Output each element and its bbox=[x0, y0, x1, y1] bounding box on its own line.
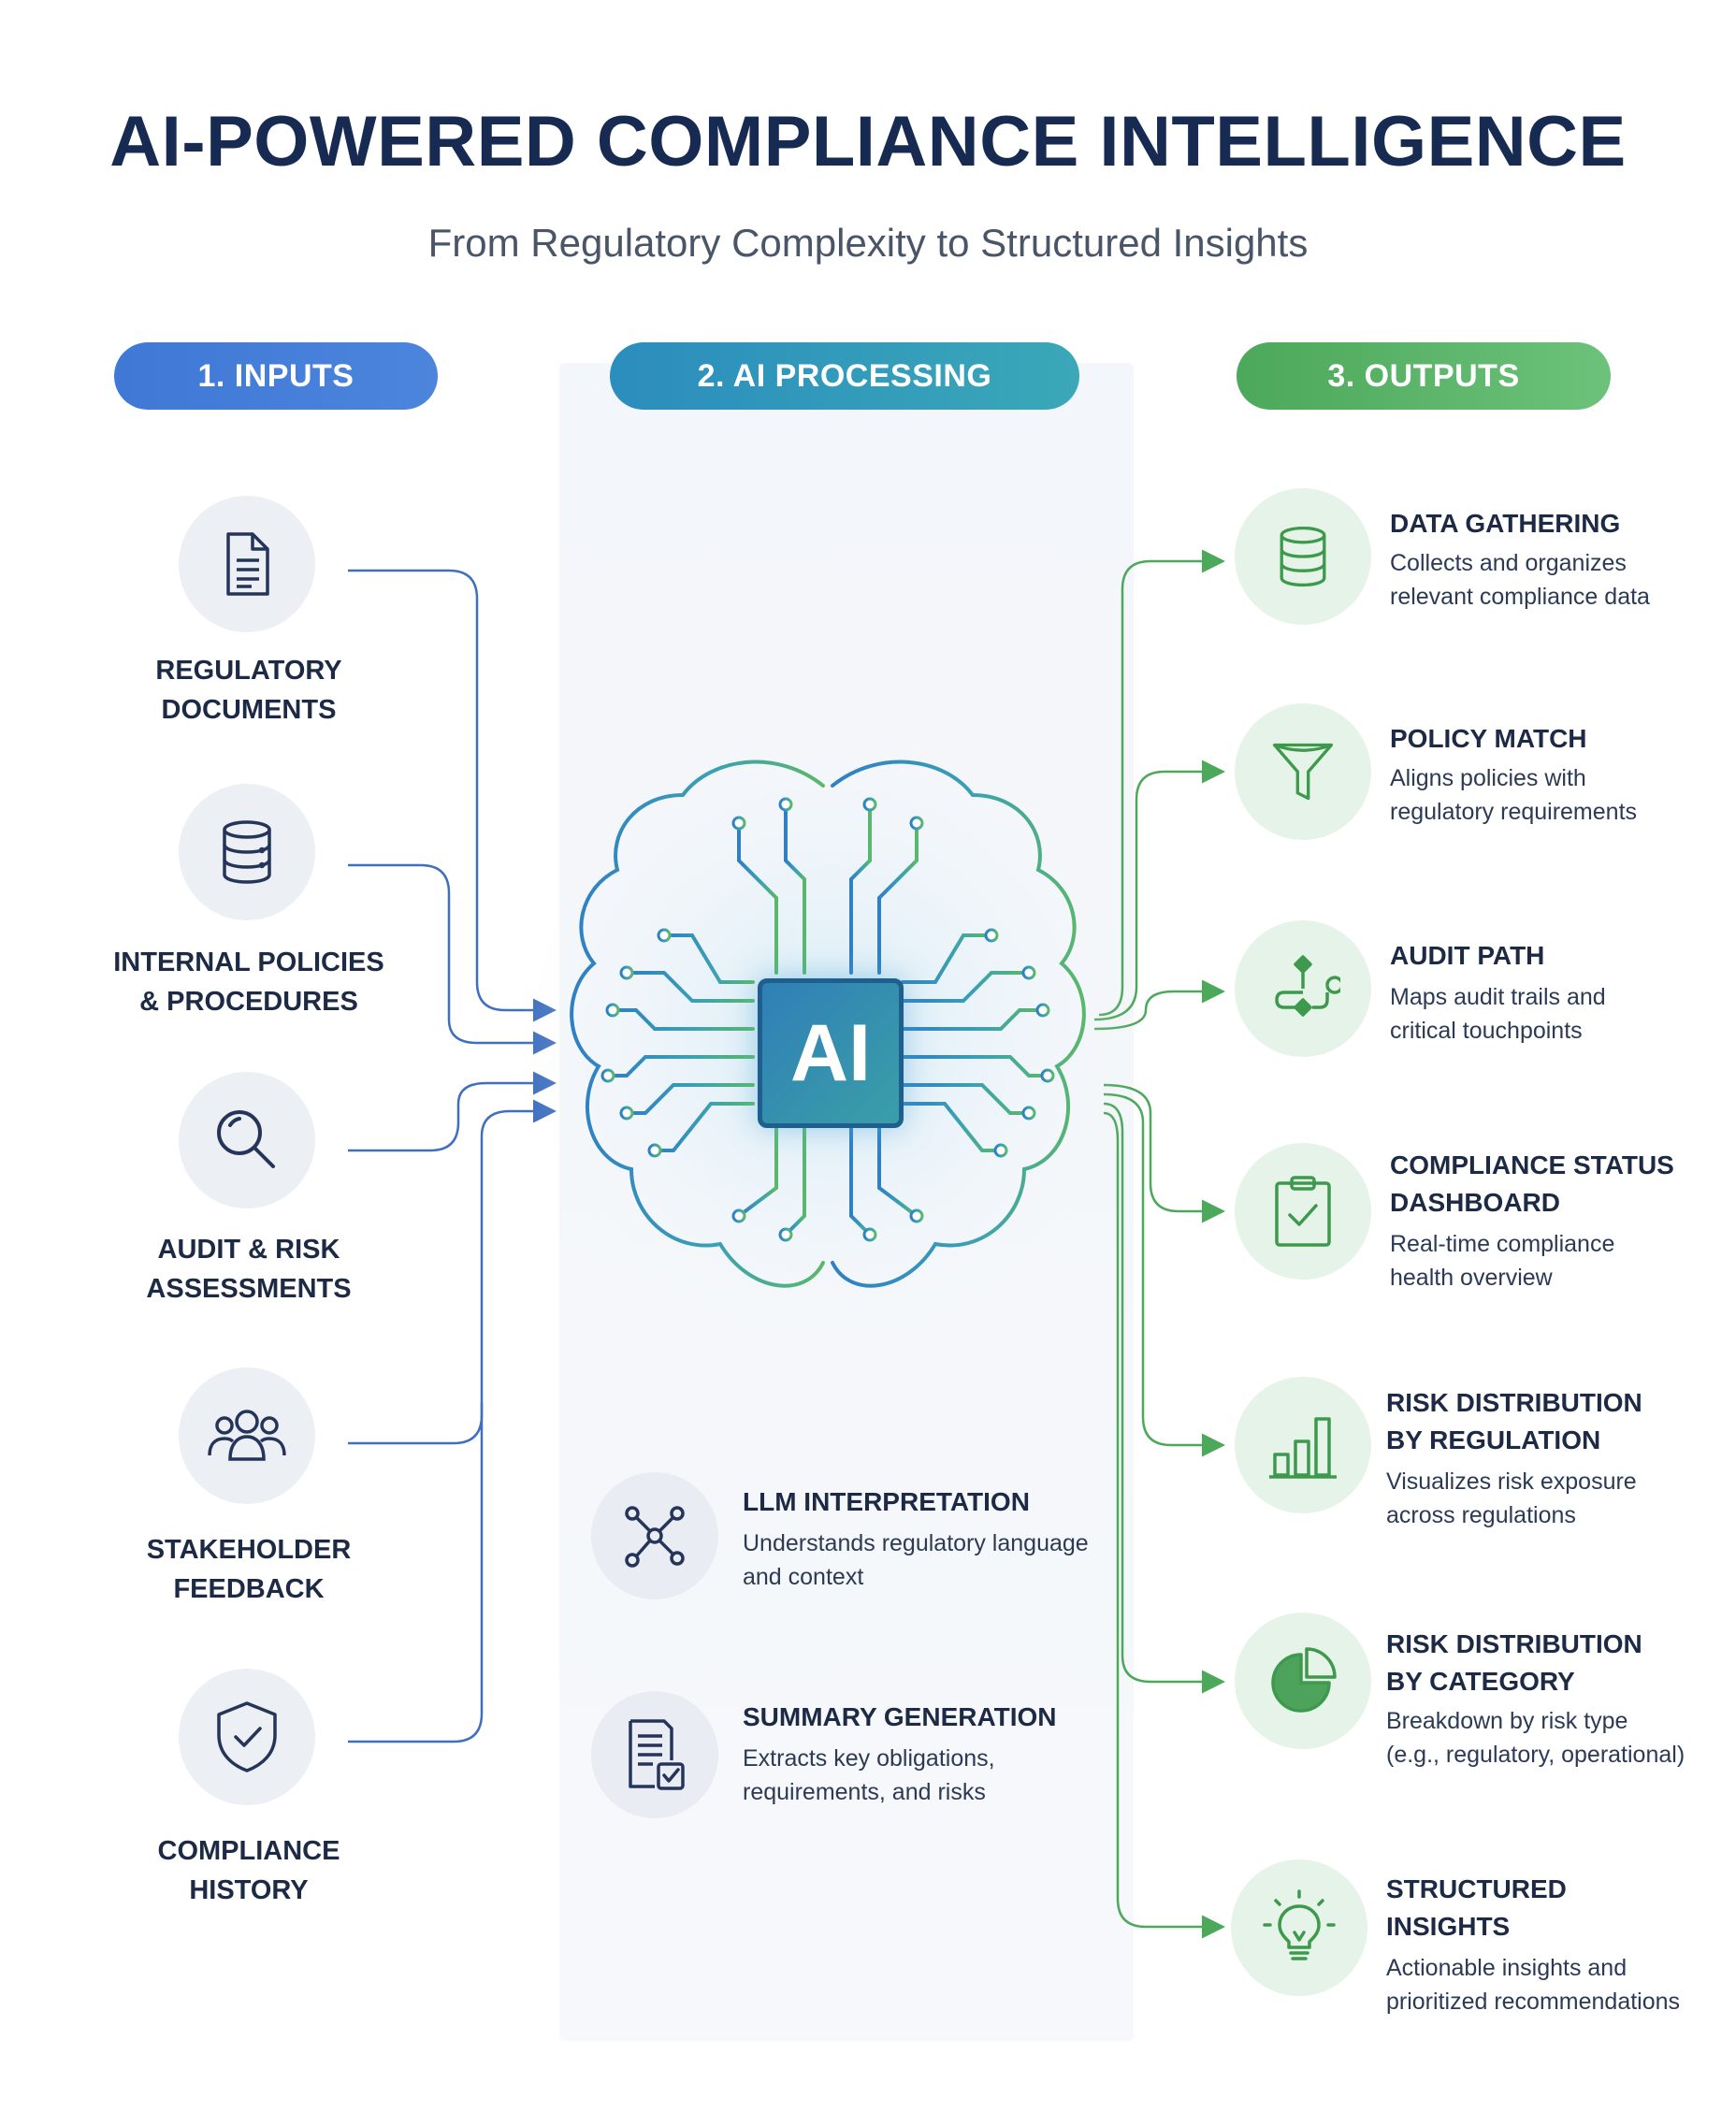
processing-title-summary: SUMMARY GENERATION bbox=[743, 1702, 1057, 1731]
document-check-icon bbox=[591, 1691, 718, 1818]
output-connectors bbox=[1093, 549, 1225, 1939]
inputs-header: 1. INPUTS bbox=[114, 342, 438, 410]
pie-chart-icon bbox=[1235, 1613, 1371, 1749]
funnel-icon bbox=[1235, 703, 1371, 840]
processing-title-llm: LLM INTERPRETATION bbox=[743, 1487, 1030, 1516]
processing-header: 2. AI PROCESSING bbox=[610, 342, 1079, 410]
bar-chart-icon bbox=[1235, 1377, 1371, 1513]
processing-desc-summary: Extracts key obligations,requirements, a… bbox=[743, 1745, 995, 1805]
brain-circuit-icon bbox=[570, 759, 1086, 1288]
network-nodes-icon bbox=[591, 1472, 718, 1599]
ai-chip-label: AI bbox=[790, 1007, 871, 1098]
output-title-policy-match: POLICY MATCH bbox=[1390, 724, 1587, 753]
document-icon bbox=[179, 496, 315, 632]
lightbulb-icon bbox=[1231, 1859, 1367, 1996]
ai-chip: AI bbox=[758, 978, 904, 1128]
clipboard-check-icon bbox=[1235, 1143, 1371, 1280]
shield-check-icon bbox=[179, 1669, 315, 1805]
output-title-audit-path: AUDIT PATH bbox=[1390, 941, 1545, 970]
circuit-nodes bbox=[600, 797, 1055, 1242]
output-desc-risk-category: Breakdown by risk type(e.g., regulatory,… bbox=[1386, 1708, 1685, 1768]
input-connectors bbox=[348, 569, 557, 1743]
page-subtitle: From Regulatory Complexity to Structured… bbox=[427, 221, 1309, 265]
output-title-data-gathering: DATA GATHERING bbox=[1390, 509, 1621, 538]
magnifier-icon bbox=[179, 1072, 315, 1208]
database-icon bbox=[179, 784, 315, 920]
outputs-header: 3. OUTPUTS bbox=[1237, 342, 1611, 410]
route-icon bbox=[1235, 920, 1371, 1057]
input-label-policies: INTERNAL POLICIES& PROCEDURES bbox=[113, 948, 384, 1017]
output-database-icon bbox=[1235, 488, 1371, 625]
page-title: AI-POWERED COMPLIANCE INTELLIGENCE bbox=[109, 102, 1627, 181]
people-icon bbox=[179, 1367, 315, 1504]
